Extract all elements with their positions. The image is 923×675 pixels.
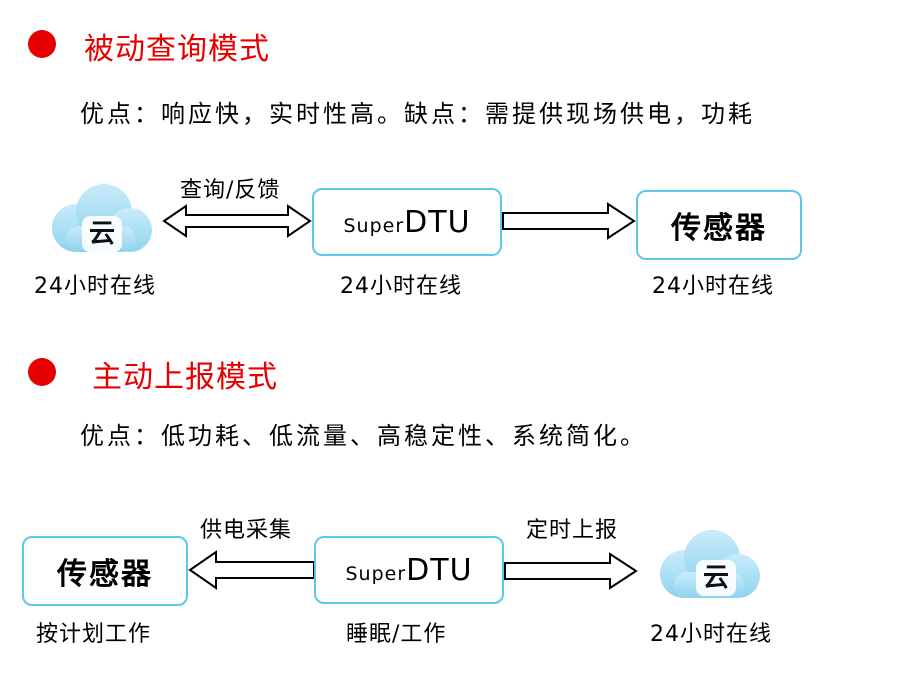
sensor-caption: 24小时在线 bbox=[652, 274, 774, 299]
section1-bullet-dot bbox=[28, 30, 56, 58]
dtu-label: SuperDTU bbox=[343, 204, 471, 240]
dtu-label: SuperDTU bbox=[345, 552, 473, 588]
section2-bullet-dot bbox=[28, 358, 56, 386]
dtu-caption: 24小时在线 bbox=[340, 274, 462, 299]
scheduled-report-label: 定时上报 bbox=[526, 518, 619, 543]
section2-pros: 优点：低功耗、低流量、高稳定性、系统简化。 bbox=[80, 422, 647, 450]
power-collect-label: 供电采集 bbox=[200, 518, 293, 543]
right-arrow-icon bbox=[502, 202, 636, 240]
sensor-label: 传感器 bbox=[671, 211, 767, 246]
dtu-box: SuperDTU bbox=[314, 536, 504, 604]
double-arrow-icon bbox=[162, 204, 312, 238]
dtu-box: SuperDTU bbox=[312, 188, 502, 256]
cloud-caption: 24小时在线 bbox=[34, 274, 156, 299]
sensor-caption: 按计划工作 bbox=[36, 622, 152, 647]
query-feedback-label: 查询/反馈 bbox=[180, 178, 281, 203]
section1-pros-cons: 优点：响应快，实时性高。缺点：需提供现场供电，功耗 bbox=[80, 100, 755, 128]
section2-title: 主动上报模式 bbox=[92, 360, 278, 395]
left-arrow-icon bbox=[188, 550, 315, 590]
section1-title: 被动查询模式 bbox=[84, 32, 270, 67]
cloud-caption: 24小时在线 bbox=[650, 622, 772, 647]
sensor-box: 传感器 bbox=[636, 190, 802, 260]
cloud-label: 云 bbox=[696, 560, 736, 596]
sensor-label: 传感器 bbox=[57, 557, 153, 592]
dtu-caption: 睡眠/工作 bbox=[346, 622, 447, 647]
sensor-box: 传感器 bbox=[22, 536, 188, 606]
right-arrow-icon bbox=[504, 552, 638, 590]
cloud-label: 云 bbox=[82, 216, 122, 252]
